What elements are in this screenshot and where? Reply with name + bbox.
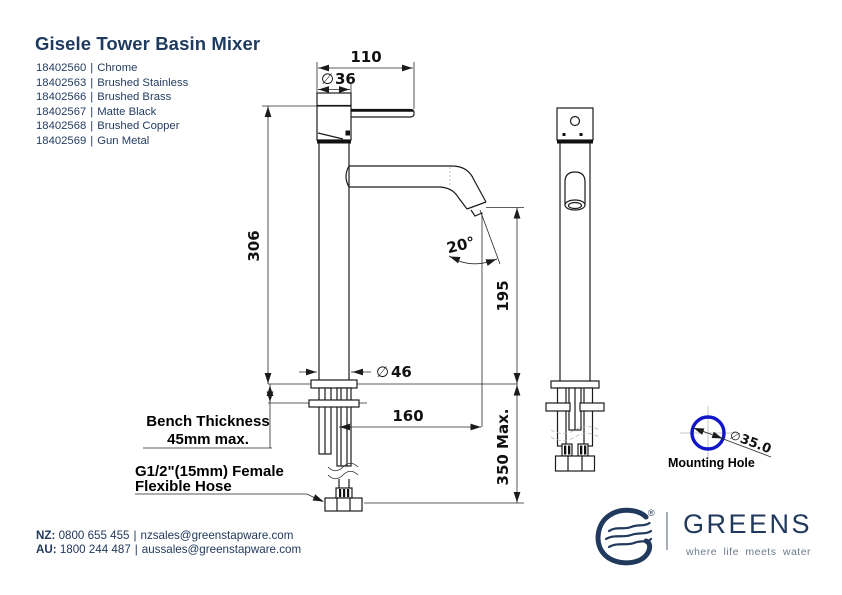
- svg-text:36: 36: [335, 70, 356, 88]
- product-code: 18402567: [36, 105, 87, 118]
- product-code-item: 18402566|Brushed Brass: [36, 90, 188, 105]
- nz-phone: 0800 655 455: [58, 529, 130, 542]
- product-finish: Brushed Brass: [97, 91, 172, 104]
- dim-outlet-height: 195: [494, 280, 512, 311]
- au-label: AU:: [36, 542, 57, 556]
- product-code-item: 18402567|Matte Black: [36, 105, 188, 120]
- dim-height: 306: [245, 230, 263, 261]
- front-view: [268, 92, 517, 512]
- product-finish: Matte Black: [97, 105, 157, 118]
- label-hose-line2: Flexible Hose: [135, 478, 232, 495]
- brand-name: GREENS: [683, 509, 813, 539]
- separator: |: [90, 76, 94, 89]
- au-phone: 1800 244 487: [59, 542, 131, 556]
- dim-body-diameter: ∅ 46: [376, 363, 412, 381]
- product-finish: Brushed Copper: [97, 120, 180, 133]
- separator: |: [90, 91, 94, 104]
- diameter-symbol: ∅: [321, 70, 334, 88]
- separator: |: [90, 134, 94, 147]
- registered-mark: ®: [648, 508, 655, 518]
- dim-spout-angle: 20°: [445, 233, 477, 257]
- contact-footer: NZ: 0800 655 455|nzsales@greenstapware.c…: [36, 529, 301, 557]
- brand-divider: [666, 512, 668, 550]
- au-contact-line: AU: 1800 244 487|aussales@greenstapware.…: [36, 543, 301, 557]
- au-email: aussales@greenstapware.com: [141, 542, 302, 556]
- nz-label: NZ:: [36, 529, 56, 542]
- page-title: Gisele Tower Basin Mixer: [35, 33, 261, 54]
- separator: |: [90, 120, 94, 133]
- product-code-item: 18402569|Gun Metal: [36, 134, 188, 149]
- product-code-item: 18402563|Brushed Stainless: [36, 76, 188, 91]
- dim-handle-length: 110: [350, 48, 381, 66]
- dim-mounting-diameter: ∅ 35.0: [728, 428, 773, 457]
- product-finish: Gun Metal: [97, 134, 150, 147]
- separator: |: [90, 62, 94, 74]
- label-mounting-hole: Mounting Hole: [668, 456, 755, 470]
- product-code-item: 18402568|Brushed Copper: [36, 119, 188, 134]
- svg-text:35.0: 35.0: [738, 432, 773, 457]
- product-code: 18402560: [36, 62, 87, 74]
- diameter-symbol: ∅: [376, 363, 389, 381]
- label-bench-thickness: Bench Thickness: [146, 413, 269, 430]
- svg-text:46: 46: [391, 363, 412, 381]
- diameter-symbol: ∅: [728, 428, 743, 445]
- product-code: 18402568: [36, 120, 87, 133]
- dim-max-height: 350 Max.: [494, 409, 512, 486]
- mounting-hole-circle: [690, 415, 726, 451]
- label-bench-max: 45mm max.: [167, 431, 249, 448]
- dim-reach: 160: [392, 407, 423, 425]
- nz-contact-line: NZ: 0800 655 455|nzsales@greenstapware.c…: [36, 529, 301, 543]
- separator: |: [90, 105, 94, 118]
- greens-logo-mark: ®: [595, 507, 655, 566]
- dim-top-diameter: ∅ 36: [321, 70, 356, 88]
- mounting-hole-detail: ∅ 35.0 Mounting Hole: [668, 406, 773, 470]
- label-hose-line1: G1/2"(15mm) Female: [135, 463, 284, 480]
- side-view: [545, 107, 605, 472]
- separator: |: [134, 542, 138, 556]
- nz-email: nzsales@greenstapware.com: [140, 529, 294, 542]
- front-view-dimensions: 110 ∅ 36 306 ∅ 46: [135, 48, 524, 504]
- brand-tagline: where life meets water: [686, 546, 812, 558]
- separator: |: [133, 529, 137, 542]
- product-code: 18402566: [36, 91, 87, 104]
- product-code: 18402563: [36, 76, 87, 89]
- product-finish: Chrome: [97, 62, 138, 74]
- product-code-list: 18402560|Chrome 18402563|Brushed Stainle…: [36, 61, 188, 149]
- product-code: 18402569: [36, 134, 87, 147]
- product-code-item: 18402560|Chrome: [36, 61, 188, 76]
- product-finish: Brushed Stainless: [97, 76, 189, 89]
